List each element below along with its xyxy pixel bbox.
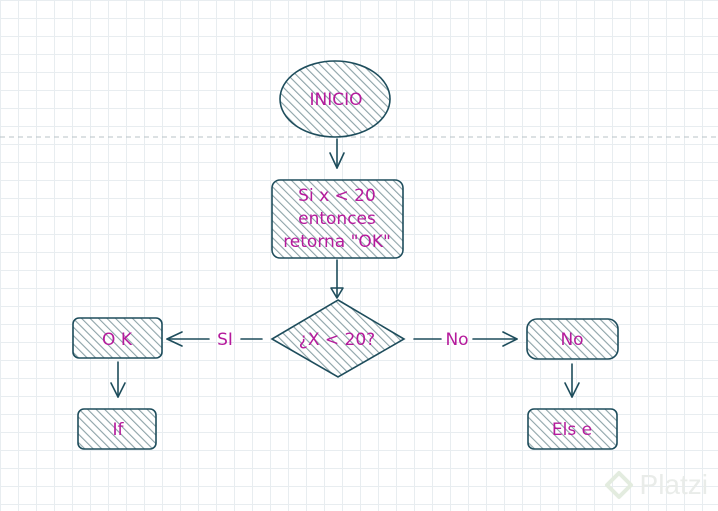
process-label-line-2: entonces <box>298 209 376 229</box>
no-node-label: No <box>560 330 583 350</box>
no-edge-label: No <box>445 330 468 350</box>
else-label: Els e <box>552 420 592 440</box>
arrowhead-ok-if <box>110 382 126 398</box>
else-node[interactable] <box>527 408 618 450</box>
arrowhead-process-decision <box>330 287 344 299</box>
process-label-line-3: retorna "OK" <box>283 232 391 252</box>
yes-edge-label: SI <box>217 330 233 350</box>
start-node[interactable] <box>279 60 391 138</box>
process-label-line-1: Si x < 20 <box>298 186 376 206</box>
ok-node[interactable] <box>72 317 163 359</box>
platzi-watermark-text: Platzi <box>639 469 708 500</box>
platzi-logo-icon <box>604 471 633 499</box>
start-label: INICIO <box>309 90 362 110</box>
if-label: If <box>113 420 125 440</box>
decision-label: ¿X < 20? <box>299 330 375 350</box>
arrowhead-no <box>502 331 518 347</box>
platzi-watermark: Platzi <box>604 469 708 501</box>
no-node[interactable] <box>526 318 619 360</box>
process-node[interactable] <box>271 179 404 259</box>
arrowhead-no-else <box>564 382 580 398</box>
arrowhead-yes <box>166 331 183 347</box>
arrowhead-start-process <box>329 152 345 169</box>
if-node[interactable] <box>77 408 157 450</box>
ok-label: O K <box>102 330 133 350</box>
decision-node[interactable] <box>270 299 406 378</box>
